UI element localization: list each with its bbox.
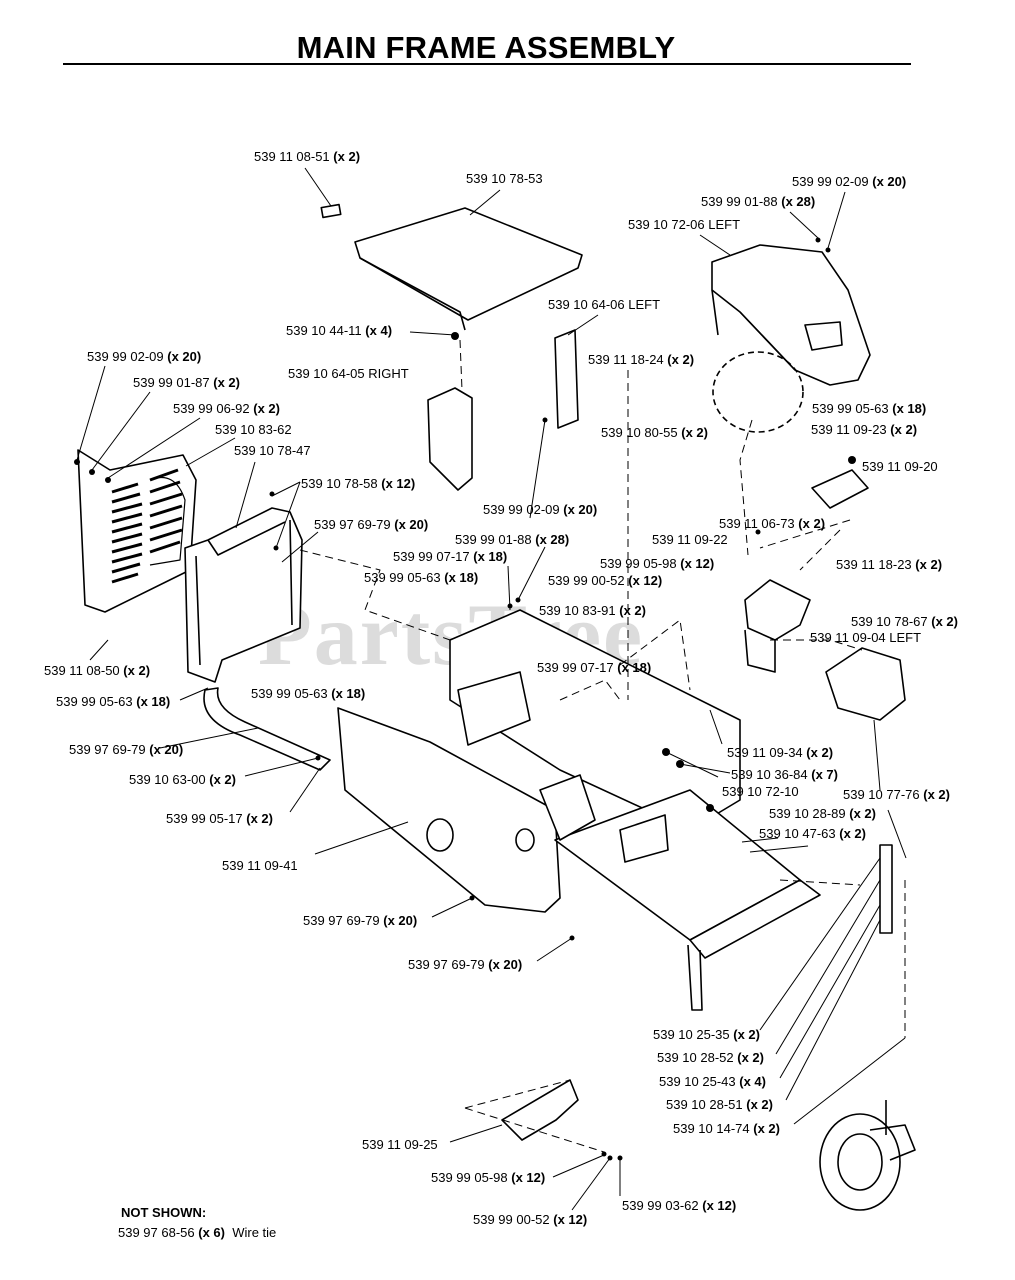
plate: [811, 469, 869, 509]
not-shown-heading: NOT SHOWN:: [121, 1205, 207, 1220]
callout: 539 10 47-63 (x 2): [759, 826, 866, 841]
callout: 539 10 64-05 RIGHT: [288, 366, 409, 381]
callout: 539 10 14-74 (x 2): [673, 1121, 780, 1136]
side-tube: [203, 687, 331, 771]
callout: 539 10 78-53: [466, 171, 543, 186]
callout: 539 10 83-91 (x 2): [539, 603, 646, 618]
callout: 539 99 05-63 (x 18): [56, 694, 171, 709]
callout: 539 99 05-98 (x 12): [600, 556, 715, 571]
callout: 539 10 28-89 (x 2): [769, 806, 876, 821]
callout: 539 99 07-17 (x 18): [537, 660, 652, 675]
callout: 539 11 06-73 (x 2): [719, 516, 826, 531]
callout: 539 10 25-43 (x 4): [659, 1074, 766, 1089]
callout: 539 11 18-24 (x 2): [588, 352, 695, 367]
callout: 539 97 69-79 (x 20): [408, 957, 523, 972]
callout: 539 10 64-06 LEFT: [548, 297, 661, 312]
callout: 539 99 05-98 (x 12): [431, 1170, 546, 1185]
callout: 539 99 01-87 (x 2): [133, 375, 240, 390]
callout: 539 10 28-51 (x 2): [666, 1097, 773, 1112]
hopper: [825, 647, 906, 721]
callout: 539 99 03-62 (x 12): [622, 1198, 737, 1213]
callout: 539 11 08-50 (x 2): [44, 663, 151, 678]
callout: 539 99 05-63 (x 18): [812, 401, 927, 416]
callout: 539 10 44-11 (x 4): [286, 323, 393, 338]
rear-bracket: [744, 579, 811, 641]
callout: 539 11 09-23 (x 2): [811, 422, 918, 437]
callout: 539 10 78-47: [234, 443, 311, 458]
callout: 539 11 09-22: [652, 532, 728, 547]
callout: 539 10 36-84 (x 7): [731, 767, 838, 782]
callout: 539 10 72-10: [722, 784, 799, 799]
callout: 539 99 00-52 (x 12): [473, 1212, 588, 1227]
side-grille-panel: [77, 449, 197, 613]
callout: 539 10 78-58 (x 12): [301, 476, 416, 491]
callout: 539 99 01-88 (x 28): [455, 532, 570, 547]
callout: 539 11 09-20: [862, 459, 938, 474]
page-title: MAIN FRAME ASSEMBLY: [296, 30, 676, 65]
callout: 539 10 77-76 (x 2): [843, 787, 950, 802]
callout: 539 99 01-88 (x 28): [701, 194, 816, 209]
callout: 539 97 69-79 (x 20): [303, 913, 418, 928]
callout: 539 99 02-09 (x 20): [87, 349, 202, 364]
callout: 539 10 63-00 (x 2): [129, 772, 236, 787]
callout: 539 11 08-51 (x 2): [254, 149, 361, 164]
callout: 539 99 07-17 (x 18): [393, 549, 508, 564]
callout: 539 10 80-55 (x 2): [601, 425, 708, 440]
callout: 539 11 09-25: [362, 1137, 438, 1152]
callout: 539 10 28-52 (x 2): [657, 1050, 764, 1065]
callout: 539 99 05-63 (x 18): [364, 570, 479, 585]
callout: 539 97 69-79 (x 20): [69, 742, 184, 757]
callout: 539 10 78-67 (x 2): [851, 614, 958, 629]
title-underline: [63, 63, 911, 65]
hardware: [74, 237, 856, 1161]
front-frame-bracket: [184, 507, 303, 683]
callout: 539 99 06-92 (x 2): [173, 401, 280, 416]
leader-lines: [76, 167, 907, 1211]
callout: 539 11 09-04 LEFT: [810, 630, 922, 645]
callout: 539 10 25-35 (x 2): [653, 1027, 760, 1042]
callout: 539 10 72-06 LEFT: [628, 217, 741, 232]
lower-bracket: [501, 1079, 579, 1141]
callout: 539 99 00-52 (x 12): [548, 573, 663, 588]
assembly-lines: [299, 339, 906, 1153]
callout: 539 99 02-09 (x 20): [483, 502, 598, 517]
bracket-left: [554, 329, 579, 429]
callout: 539 99 05-63 (x 18): [251, 686, 366, 701]
callout: 539 11 09-34 (x 2): [727, 745, 834, 760]
bracket-right: [427, 387, 473, 491]
callout: 539 99 05-17 (x 2): [166, 811, 273, 826]
detail-circle: [712, 351, 804, 433]
callout: 539 10 83-62: [215, 422, 292, 437]
callout: 539 97 69-79 (x 20): [314, 517, 429, 532]
pad: [320, 203, 342, 219]
callout: 539 99 02-09 (x 20): [792, 174, 907, 189]
caster-wheel: [819, 844, 916, 1211]
fender-left: [711, 244, 871, 386]
callout: 539 11 09-41: [222, 858, 298, 873]
not-shown-item: 539 97 68-56 (x 6) Wire tie: [118, 1225, 277, 1240]
callout: 539 11 18-23 (x 2): [836, 557, 943, 572]
main-frame: [337, 609, 821, 1011]
